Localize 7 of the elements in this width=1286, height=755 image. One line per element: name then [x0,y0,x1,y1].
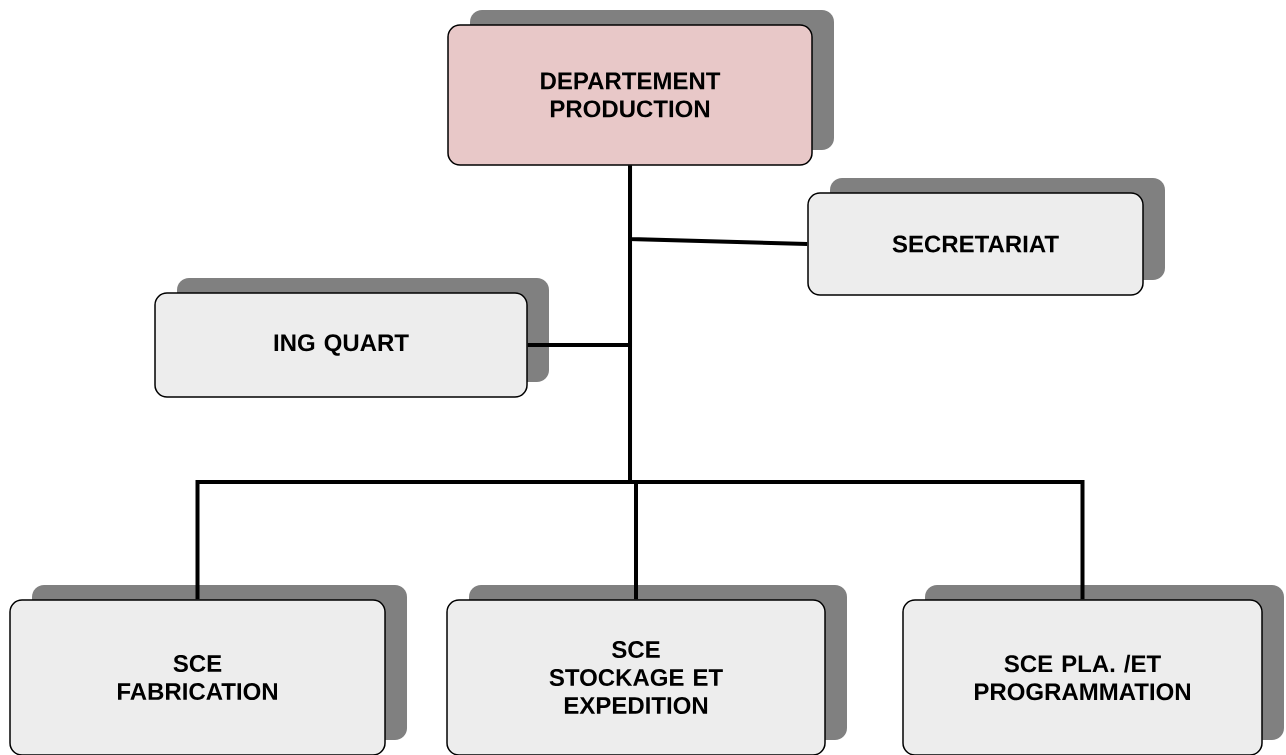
connector-line [628,165,1085,600]
org-box: ING QUART [154,278,549,398]
org-box: SCE FABRICATION [9,585,407,755]
org-box: SECRETARIAT [807,178,1165,296]
org-box: DEPARTEMENT PRODUCTION [447,10,834,166]
org-box: SCE PLA. /ET PROGRAMMATION [902,585,1284,755]
org-box: SCE STOCKAGE ET EXPEDITION [446,585,847,755]
